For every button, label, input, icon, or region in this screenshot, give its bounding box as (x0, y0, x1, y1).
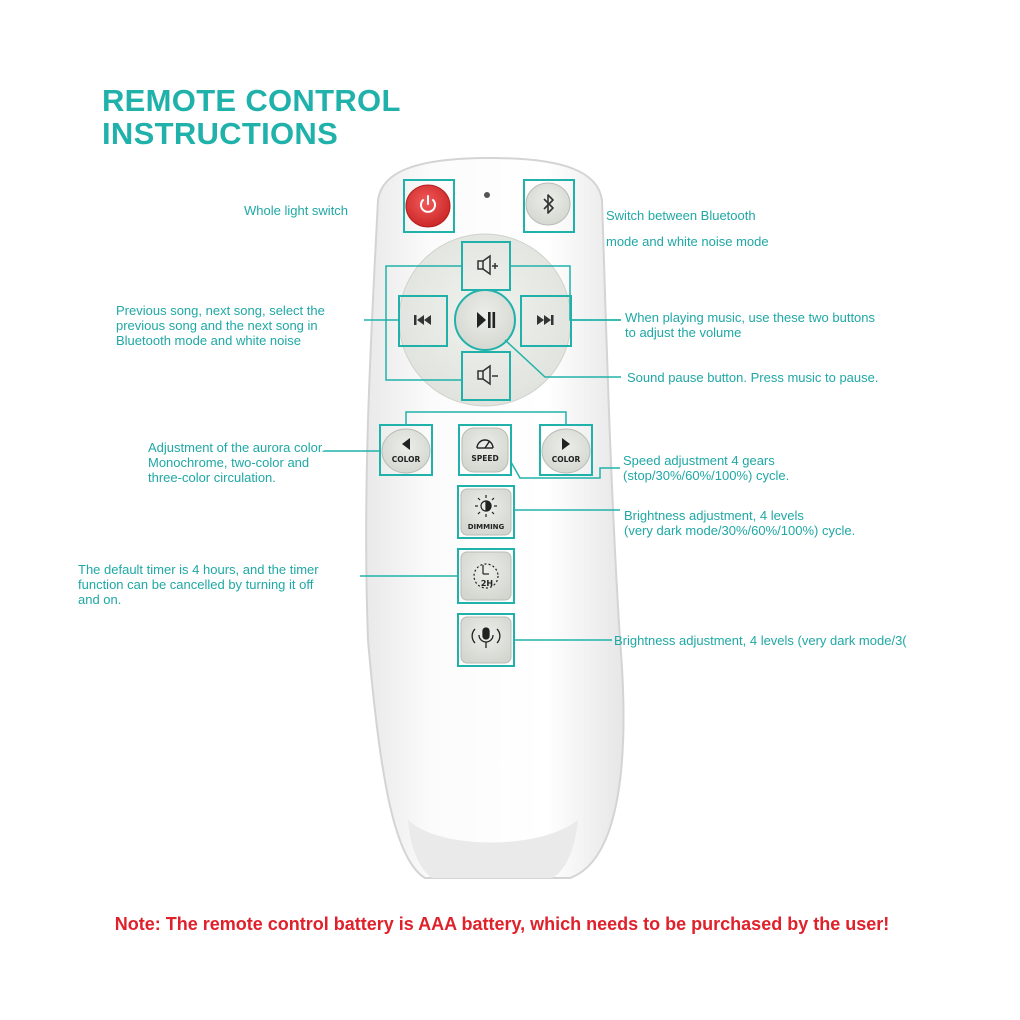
sun-icon (475, 495, 497, 517)
power-icon (420, 195, 436, 213)
page-title: REMOTE CONTROL INSTRUCTIONS (102, 84, 401, 150)
battery-note: Note: The remote control battery is AAA … (114, 914, 890, 934)
play-pause-icon (477, 312, 496, 328)
speaker-plus-icon (477, 254, 498, 276)
triangle-left-icon (402, 438, 410, 450)
label-bluetooth-switch: Switch between Bluetooth mode and white … (606, 208, 769, 249)
speaker-minus-icon (477, 364, 498, 386)
label-speed: Speed adjustment 4 gears (stop/30%/60%/1… (623, 453, 790, 483)
speed-label: SPEED (471, 454, 498, 463)
color-left-label: COLOR (392, 455, 421, 464)
timer-button[interactable]: 2H (457, 548, 515, 604)
title-line-2: INSTRUCTIONS (102, 116, 339, 151)
clock-icon (473, 563, 499, 589)
power-button[interactable] (403, 179, 455, 233)
speedometer-icon (476, 439, 494, 449)
indicator-led (484, 192, 490, 198)
dimming-button[interactable]: DIMMING (457, 485, 515, 539)
speed-button[interactable]: SPEED (458, 424, 512, 476)
timer-label: 2H (481, 579, 493, 588)
label-volume: When playing music, use these two button… (625, 310, 876, 340)
play-pause-button[interactable] (454, 289, 516, 351)
label-whole-light-switch: Whole light switch (244, 203, 349, 218)
label-aurora-color: Adjustment of the aurora color. Monochro… (148, 440, 326, 485)
label-pause: Sound pause button. Press music to pause… (627, 370, 879, 385)
microphone-icon (471, 627, 501, 648)
title-line-1: REMOTE CONTROL (102, 83, 401, 118)
label-prev-next: Previous song, next song, select the pre… (116, 303, 325, 348)
remote-bottom-cap (408, 820, 578, 878)
label-timer: The default timer is 4 hours, and the ti… (78, 562, 319, 607)
triangle-right-icon (562, 438, 570, 450)
color-right-label: COLOR (552, 455, 581, 464)
mic-button[interactable] (457, 613, 515, 667)
label-mic-brightness: Brightness adjustment, 4 levels (very da… (614, 633, 907, 648)
color-left-button[interactable]: COLOR (379, 424, 433, 476)
bluetooth-icon (543, 194, 554, 214)
label-brightness: Brightness adjustment, 4 levels (very da… (624, 508, 856, 538)
bluetooth-button[interactable] (523, 179, 575, 233)
dimming-label: DIMMING (468, 523, 505, 531)
